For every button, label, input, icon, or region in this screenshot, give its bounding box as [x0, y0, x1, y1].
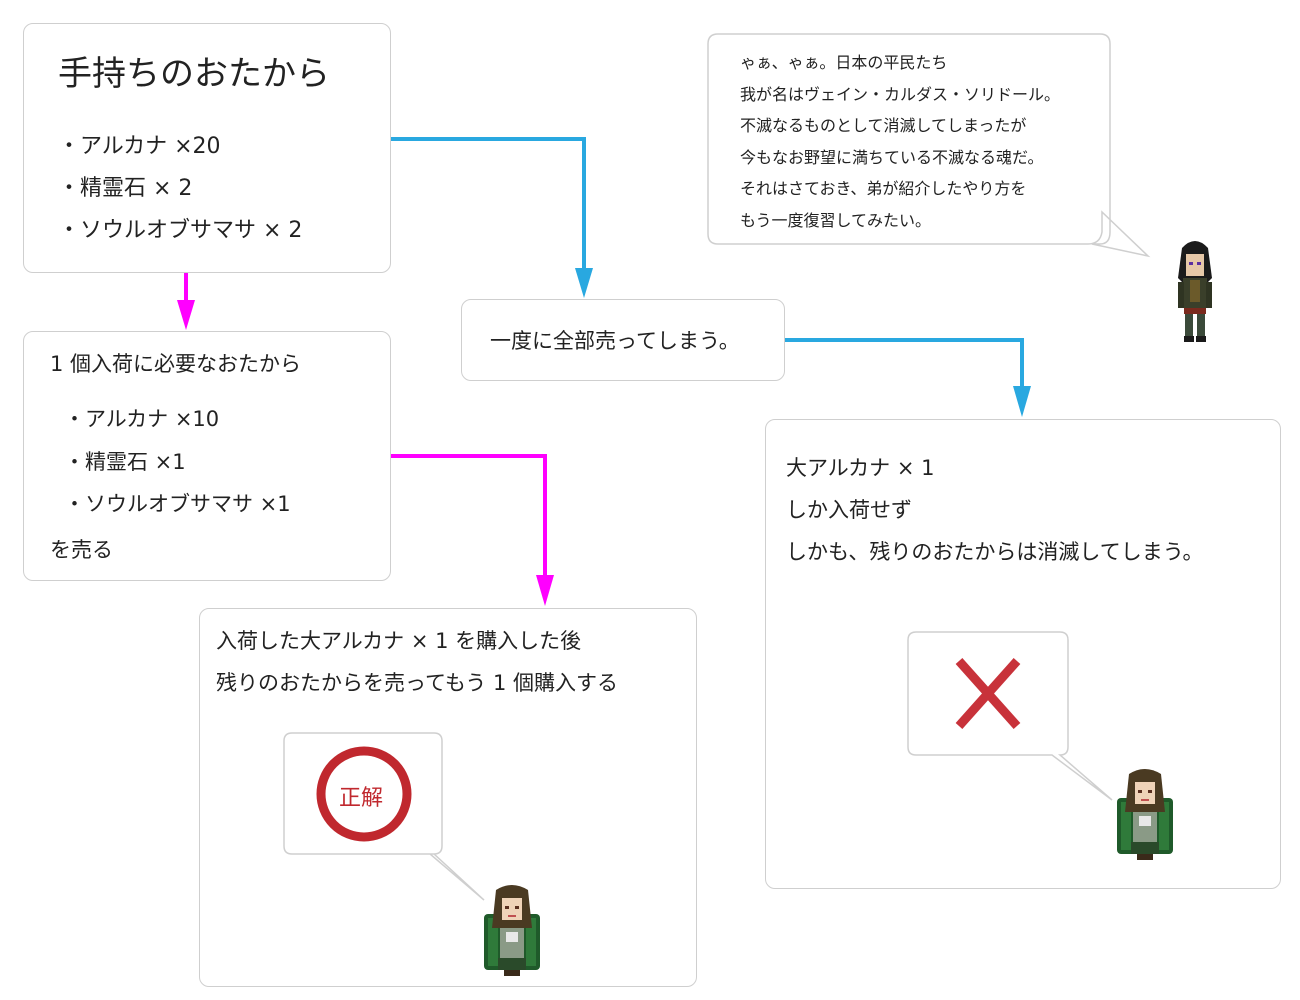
correct-line-1: 入荷した大アルカナ × 1 を購入した後: [216, 629, 582, 653]
wrong-line-1: 大アルカナ × 1: [786, 456, 935, 480]
correct-speech-bubble: [283, 732, 485, 901]
correct-line-2: 残りのおたからを売ってもう 1 個購入する: [216, 671, 618, 695]
treasure-item-spirit-stone: ・精霊石 × 2: [58, 176, 193, 201]
arrow-treasure-to-sellall: [391, 137, 593, 298]
girl-character-sprite-correct: [484, 885, 540, 976]
requirement-heading: 1 個入荷に必要なおたから: [50, 352, 302, 376]
villain-speech-bubble: [707, 33, 1151, 258]
treasure-item-soul: ・ソウルオブサマサ × 2: [58, 218, 303, 243]
requirement-item-arcana: ・アルカナ ×10: [64, 407, 220, 431]
correct-circle-icon: [316, 746, 412, 842]
requirement-footer: を売る: [50, 538, 113, 562]
requirement-item-spirit-stone: ・精霊石 ×1: [64, 450, 186, 474]
requirement-item-soul: ・ソウルオブサマサ ×1: [64, 492, 291, 516]
treasure-box: 手持ちのおたから ・アルカナ ×20 ・精霊石 × 2 ・ソウルオブサマサ × …: [23, 23, 391, 273]
arrow-treasure-to-requirement: [177, 272, 195, 330]
sell-all-text: 一度に全部売ってしまう。: [490, 329, 740, 353]
villain-character-sprite: [1178, 241, 1212, 342]
arrow-sellall-to-wrong: [785, 338, 1031, 417]
cross-mark-icon: [955, 658, 1021, 729]
correct-badge-label: 正解: [339, 786, 384, 811]
speech-line-4: 今もなお野望に満ちている不滅なる魂だ。: [740, 147, 1044, 167]
speech-line-6: もう一度復習してみたい。: [740, 210, 932, 230]
girl-character-sprite-wrong: [1117, 769, 1173, 860]
arrow-requirement-to-correct: [391, 454, 554, 606]
treasure-item-arcana: ・アルカナ ×20: [58, 134, 221, 159]
wrong-line-3: しかも、残りのおたからは消滅してしまう。: [786, 540, 1204, 564]
speech-line-1: ゃぁ、ゃぁ。日本の平民たち: [740, 53, 948, 72]
speech-line-3: 不滅なるものとして消滅してしまったが: [740, 116, 1027, 135]
wrong-line-2: しか入荷せず: [786, 498, 912, 522]
villain-speech-text: ゃぁ、ゃぁ。日本の平民たち 我が名はヴェイン・カルダス・ソリドール。 不滅なるも…: [740, 47, 1060, 236]
requirement-box: 1 個入荷に必要なおたから ・アルカナ ×10 ・精霊石 ×1 ・ソウルオブサマ…: [23, 331, 391, 581]
treasure-title: 手持ちのおたから: [58, 54, 330, 94]
correct-box: 入荷した大アルカナ × 1 を購入した後 残りのおたからを売ってもう 1 個購入…: [199, 608, 697, 987]
sell-all-box: 一度に全部売ってしまう。: [461, 299, 785, 381]
speech-line-2: 我が名はヴェイン・カルダス・ソリドール。: [740, 84, 1061, 104]
speech-line-5: それはさておき、弟が紹介したやり方を: [740, 179, 1027, 198]
